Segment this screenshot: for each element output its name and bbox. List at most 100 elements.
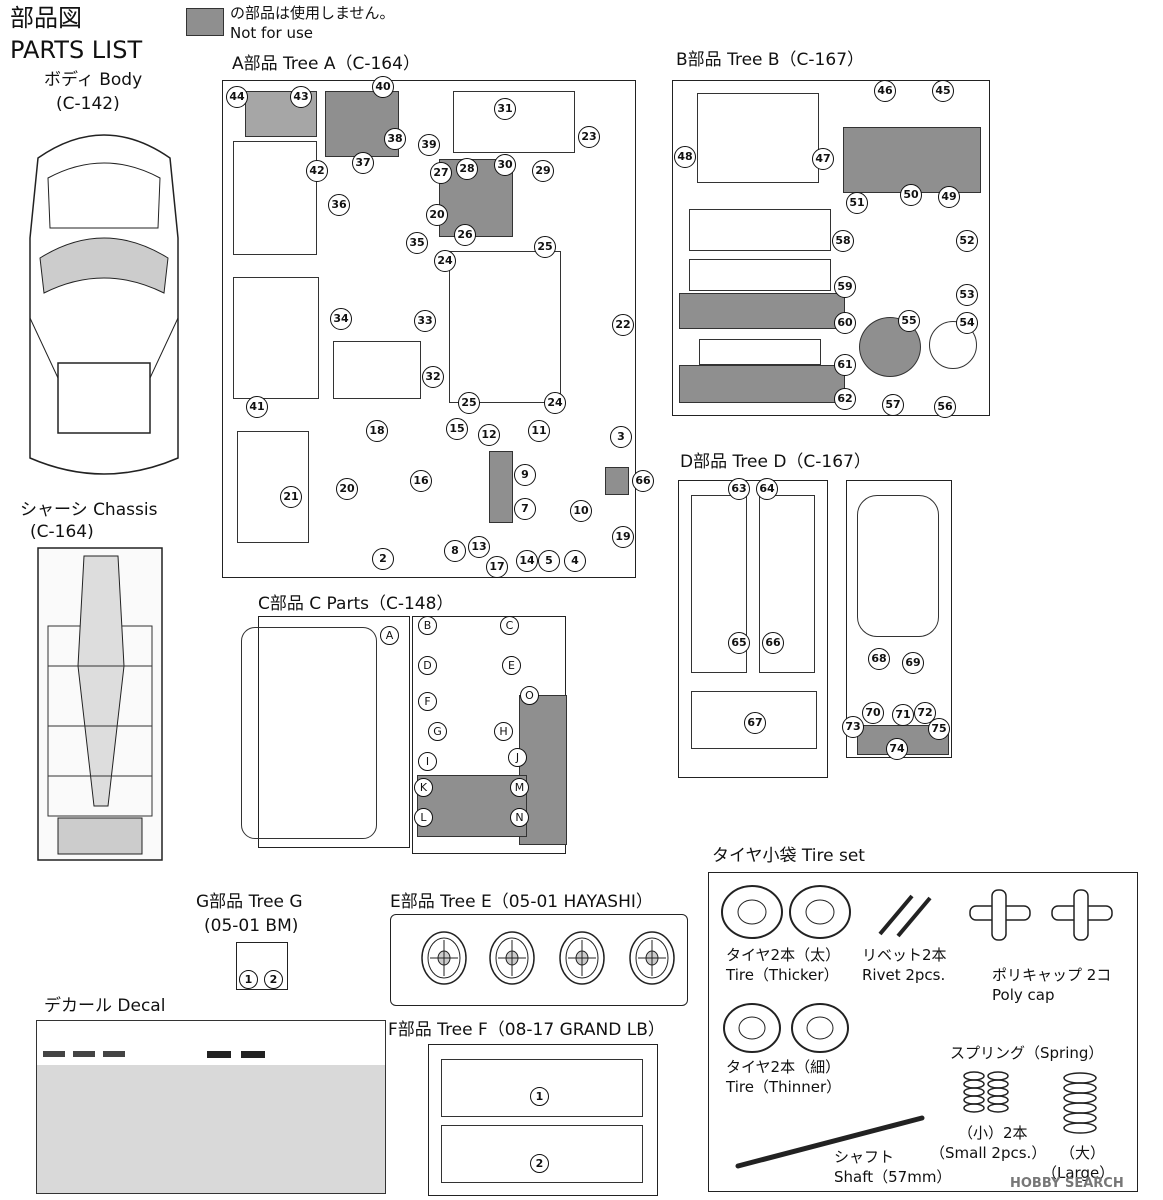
tree-b-frame — [672, 80, 990, 416]
part-number-marker: 52 — [956, 230, 978, 252]
part-number-marker: 66 — [762, 632, 784, 654]
decal-strip — [43, 1051, 65, 1057]
tree-c-roof-part — [241, 627, 377, 839]
part-number-marker: G — [428, 722, 447, 741]
part-number-marker: 18 — [366, 420, 388, 442]
tree-a-part-41 — [233, 277, 319, 399]
tree-f-label: F部品 Tree F（08-17 GRAND LB） — [388, 1020, 665, 1040]
part-number-marker: D — [418, 656, 437, 675]
part-number-marker: 66 — [632, 470, 654, 492]
part-number-marker: 45 — [932, 80, 954, 102]
tree-e-label: E部品 Tree E（05-01 HAYASHI） — [390, 892, 653, 912]
tree-b-grey-60 — [679, 293, 845, 329]
tree-b-part-61 — [699, 339, 821, 365]
part-number-marker: F — [418, 692, 437, 711]
tree-c-grey-km — [417, 775, 527, 837]
part-number-marker: H — [494, 722, 513, 741]
part-number-marker: 37 — [352, 152, 374, 174]
part-number-marker: O — [520, 686, 539, 705]
chassis-label: シャーシ Chassis — [20, 500, 158, 520]
part-number-marker: 71 — [892, 704, 914, 726]
part-number-marker: 17 — [486, 556, 508, 578]
tree-g-part-1: 1 — [239, 970, 258, 989]
tire-set-label: タイヤ小袋 Tire set — [712, 846, 865, 866]
part-number-marker: 58 — [832, 230, 854, 252]
part-number-marker: 51 — [846, 192, 868, 214]
tree-a-part-32 — [333, 341, 421, 399]
rivet-jp: リベット2本 — [862, 946, 947, 964]
part-number-marker: 20 — [426, 204, 448, 226]
part-number-marker: 5 — [538, 550, 560, 572]
part-number-marker: 27 — [430, 162, 452, 184]
part-number-marker: 15 — [446, 418, 468, 440]
part-number-marker: 41 — [246, 396, 268, 418]
part-number-marker: J — [508, 748, 527, 767]
decal-label: デカール Decal — [44, 996, 166, 1016]
part-number-marker: 57 — [882, 394, 904, 416]
tree-d-part-64 — [759, 495, 815, 673]
part-number-marker: A — [380, 626, 399, 645]
part-number-marker: 72 — [914, 702, 936, 724]
thin-tires-en: Tire（Thinner） — [726, 1078, 842, 1096]
tree-d-part-67 — [691, 691, 817, 749]
thick-tires-en: Tire（Thicker） — [726, 966, 839, 984]
part-number-marker: 13 — [468, 536, 490, 558]
tree-c-grey-o — [519, 695, 567, 845]
part-number-marker: 21 — [280, 486, 302, 508]
rivet-drawing — [878, 894, 932, 938]
part-number-marker: N — [510, 808, 529, 827]
springs-drawing — [963, 1071, 1097, 1134]
tree-a-floor-part — [233, 141, 317, 255]
decal-sheet-clear-area — [37, 1065, 385, 1193]
part-number-marker: 55 — [898, 310, 920, 332]
part-number-marker: B — [418, 616, 437, 635]
part-number-marker: 33 — [414, 310, 436, 332]
part-number-marker: 70 — [862, 702, 884, 724]
legend-en: Not for use — [230, 24, 313, 42]
thick-tires-jp: タイヤ2本（太） — [726, 946, 841, 964]
poly-cap-en: Poly cap — [992, 986, 1055, 1004]
part-number-marker: 11 — [528, 420, 550, 442]
tree-f-part-2-box — [441, 1125, 643, 1183]
tree-f-frame — [428, 1044, 658, 1196]
part-number-marker: 28 — [456, 158, 478, 180]
part-number-marker: 12 — [478, 424, 500, 446]
decal-strip — [207, 1051, 231, 1058]
part-number-marker: 43 — [290, 86, 312, 108]
decal-strip — [241, 1051, 265, 1058]
part-number-marker: 68 — [868, 648, 890, 670]
watermark: HOBBY SEARCH — [1010, 1176, 1124, 1191]
tree-f-part-1: 1 — [530, 1087, 549, 1106]
decal-strip — [103, 1051, 125, 1057]
not-for-use-swatch — [186, 8, 224, 36]
chassis-drawing — [37, 547, 163, 861]
legend-jp: の部品は使用しません。 — [230, 4, 395, 22]
part-number-marker: 22 — [612, 314, 634, 336]
spring-large-en: （Large） — [1042, 1164, 1115, 1182]
tree-g-label: G部品 Tree G — [196, 892, 303, 912]
tree-b-part-58 — [689, 209, 831, 251]
part-number-marker: 31 — [494, 98, 516, 120]
part-number-marker: 54 — [956, 312, 978, 334]
tree-g-part-2: 2 — [264, 970, 283, 989]
part-number-marker: 50 — [900, 184, 922, 206]
part-number-marker: 25 — [458, 392, 480, 414]
part-number-marker: 65 — [728, 632, 750, 654]
part-number-marker: 69 — [902, 652, 924, 674]
part-number-marker: I — [418, 752, 437, 771]
wheel-icon — [421, 931, 467, 985]
decal-strip — [73, 1051, 95, 1057]
part-number-marker: 67 — [744, 712, 766, 734]
spring-small-jp: （小）2本 — [958, 1124, 1028, 1142]
thin-tires-jp: タイヤ2本（細） — [726, 1058, 841, 1076]
shaft-en: Shaft（57mm） — [834, 1168, 952, 1186]
part-number-marker: 47 — [812, 148, 834, 170]
tree-b-part-48 — [697, 93, 819, 183]
title-en: PARTS LIST — [10, 36, 143, 64]
part-number-marker: 4 — [564, 550, 586, 572]
part-number-marker: 36 — [328, 194, 350, 216]
part-number-marker: 24 — [434, 250, 456, 272]
part-number-marker: 59 — [834, 276, 856, 298]
spring-jp: スプリング（Spring） — [950, 1044, 1104, 1062]
part-number-marker: 46 — [874, 80, 896, 102]
